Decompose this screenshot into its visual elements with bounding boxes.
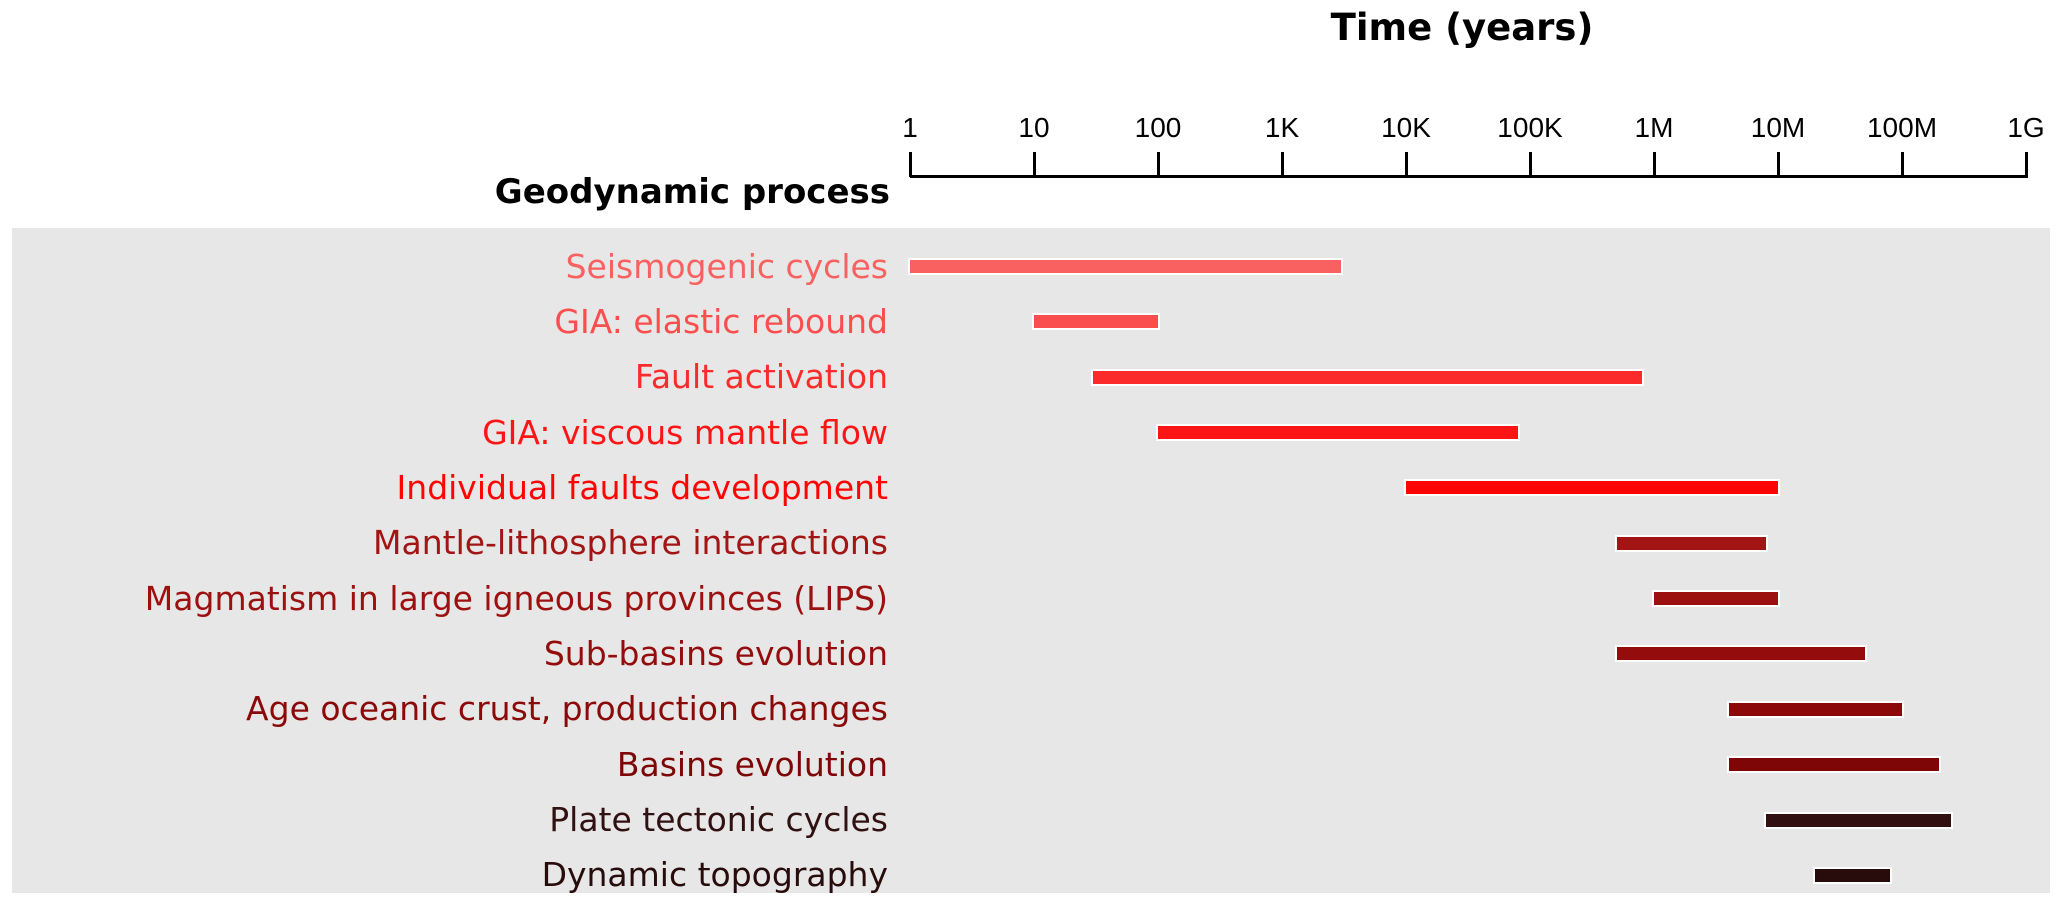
process-label: Mantle-lithosphere interactions [373, 523, 888, 563]
chart-panel-background [12, 228, 2050, 893]
process-label: Sub-basins evolution [543, 633, 888, 673]
process-label: GIA: viscous mantle flow [482, 412, 888, 452]
time-range-bar [1813, 866, 1892, 884]
time-range-bar [1652, 590, 1780, 608]
process-label: Plate tectonic cycles [549, 799, 888, 839]
axis-tick-label: 100K [1497, 112, 1563, 143]
process-label: Individual faults development [396, 467, 888, 507]
axis-tick [1652, 152, 1656, 177]
axis-tick-label: 1 [902, 112, 918, 143]
process-label: Seismogenic cycles [565, 246, 888, 286]
axis-tick-label: 100 [1134, 112, 1182, 143]
time-range-bar [1032, 313, 1160, 331]
process-label: Basins evolution [616, 744, 888, 784]
process-column-header: Geodynamic process [494, 172, 890, 212]
process-label: Magmatism in large igneous provinces (LI… [144, 578, 888, 618]
axis-tick [1032, 152, 1036, 177]
axis-tick-label: 1K [1264, 112, 1300, 143]
axis-title: Time (years) [1330, 6, 1594, 49]
process-label: Fault activation [634, 357, 888, 397]
time-range-bar [1091, 368, 1644, 386]
process-label: Dynamic topography [541, 855, 888, 895]
process-label: Age oceanic crust, production changes [246, 689, 888, 729]
axis-tick-label: 1G [2007, 112, 2045, 143]
time-range-bar [1614, 645, 1867, 663]
axis-tick-label: 10K [1381, 112, 1431, 143]
axis-tick [1900, 152, 1904, 177]
time-range-bar [908, 258, 1344, 275]
axis-tick [1404, 152, 1408, 177]
axis-tick [1528, 152, 1532, 177]
axis-tick [2024, 152, 2028, 177]
axis-tick-label: 1M [1634, 112, 1674, 143]
time-range-bar [1726, 756, 1942, 774]
time-range-bar [1156, 424, 1520, 442]
time-range-bar [1404, 479, 1780, 497]
axis-tick [1156, 152, 1160, 177]
time-range-bar [1726, 700, 1904, 718]
axis-tick-label: 100M [1866, 112, 1938, 143]
time-range-bar [1763, 811, 1954, 829]
axis-tick [908, 152, 912, 177]
process-label: GIA: elastic rebound [554, 301, 888, 341]
axis-tick [1776, 152, 1780, 177]
axis-tick [1280, 152, 1284, 177]
time-range-bar [1614, 534, 1768, 552]
axis-tick-label: 10M [1750, 112, 1806, 143]
axis-tick-label: 10 [1018, 112, 1050, 143]
axis-line [910, 175, 2028, 178]
